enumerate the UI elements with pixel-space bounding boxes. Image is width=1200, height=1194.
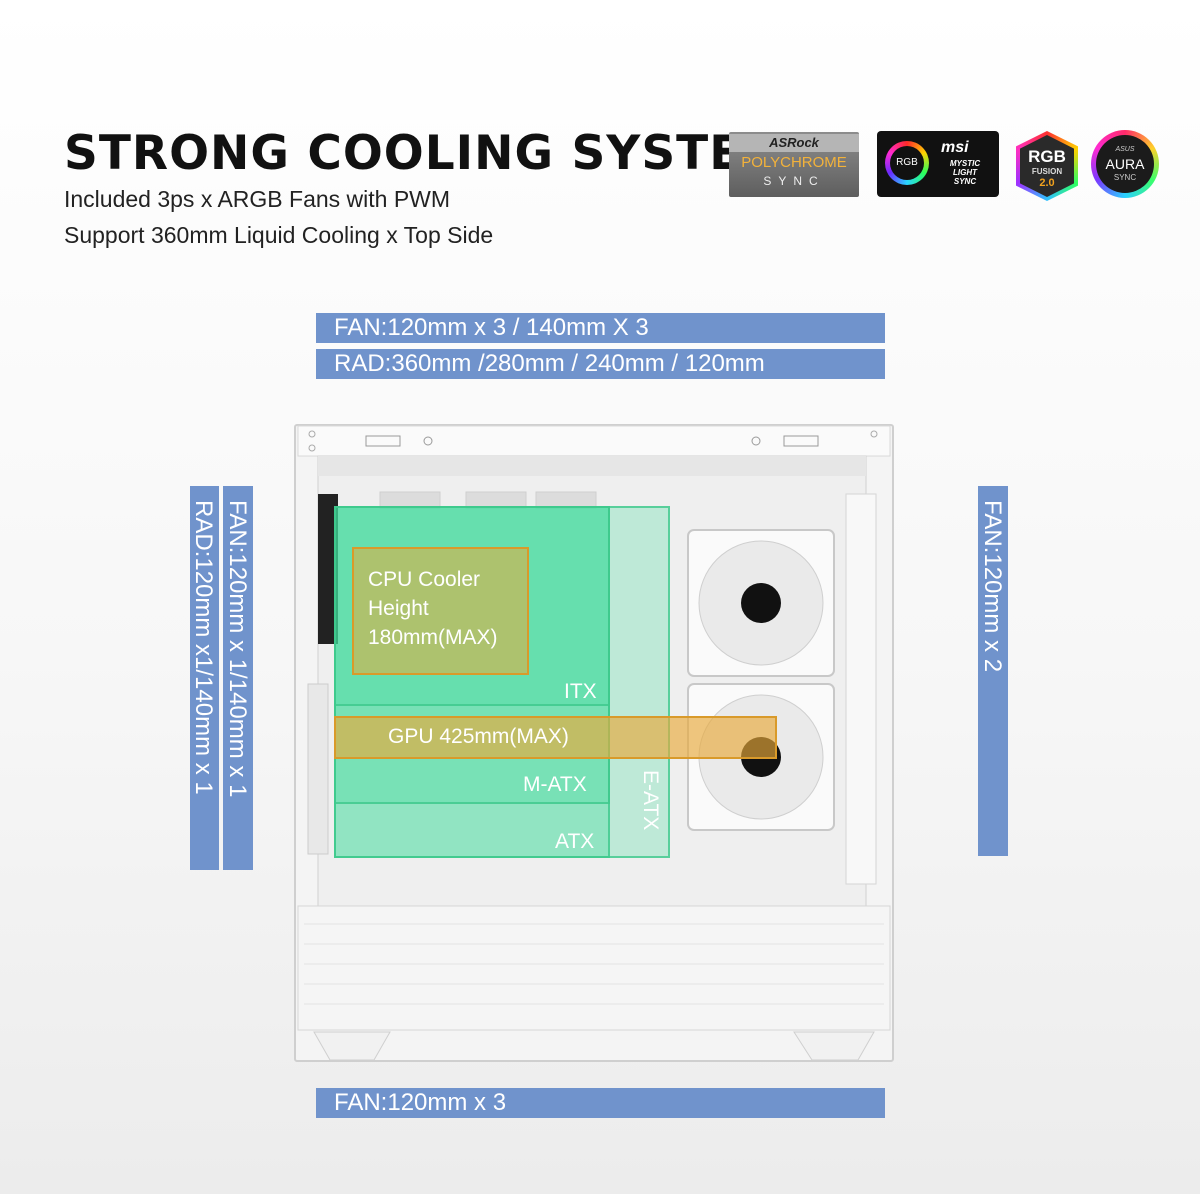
fusion-rgb-text: RGB [1028,147,1066,166]
fusion-hex-inner: RGB FUSION 2.0 [1020,135,1074,197]
aura-text: AURA [1105,156,1145,172]
rgb-ring-icon: RGB [885,141,929,185]
feature-line-liquid-cooling: Support 360mm Liquid Cooling x Top Side [64,222,494,248]
asrock-brand-text: ASRock [729,134,859,152]
front-fan-top-icon [687,529,835,677]
rgb-ring-text: RGB [890,146,924,180]
bottom-fan-spec-bar: FAN:120mm x 3 [316,1088,885,1118]
gpu-clearance-zone [334,716,777,759]
cpu-cooler-label-line2: Height [368,597,429,620]
atx-label: ATX [555,830,595,853]
polychrome-text: POLYCHROME [741,154,847,171]
mystic-text: MYSTIC [949,159,981,168]
asus-aura-sync-logo: ASUS AURA SYNC [1091,130,1159,198]
itx-label: ITX [564,680,597,703]
asrock-polychrome-sync-logo: ASRock POLYCHROME SYNC [729,132,859,197]
top-radiator-spec-bar: RAD:360mm /280mm / 240mm / 120mm [316,349,885,379]
gpu-length-label: GPU 425mm(MAX) [388,725,569,748]
msi-brand-text: msi [941,139,969,156]
fusion-version-text: 2.0 [1039,177,1055,189]
asus-brand-text: ASUS [1115,146,1135,153]
light-text: LIGHT [953,168,977,177]
page-title: STRONG COOLING SYSTEM [64,126,791,181]
gigabyte-rgb-fusion-logo: RGB FUSION 2.0 [1016,131,1078,201]
rear-radiator-spec-bar: RAD:120mm x1/140mm x 1 [190,486,219,870]
mystic-light-sync-text: MYSTIC LIGHT SYNC [937,159,993,186]
cpu-cooler-label-line1: CPU Cooler [368,568,481,591]
asrock-sync-text: SYNC [763,174,825,188]
fusion-text: FUSION [1031,167,1063,176]
top-fan-spec-bar: FAN:120mm x 3 / 140mm X 3 [316,313,885,343]
eatx-label: E-ATX [639,770,662,831]
msi-mystic-light-sync-logo: RGB msi MYSTIC LIGHT SYNC [877,131,999,197]
cpu-cooler-clearance-zone [352,547,529,675]
msi-sync-text: SYNC [953,177,977,186]
aura-sync-text: SYNC [1113,173,1137,182]
side-fan-spec-bar: FAN:120mm x 2 [978,486,1008,856]
matx-label: M-ATX [523,773,587,796]
rear-fan-spec-bar: FAN:120mm x 1/140mm x 1 [223,486,253,870]
aura-ring-icon: ASUS AURA SYNC [1096,135,1154,193]
cpu-cooler-label-line3: 180mm(MAX) [368,626,498,649]
feature-line-fans: Included 3ps x ARGB Fans with PWM [64,186,451,212]
